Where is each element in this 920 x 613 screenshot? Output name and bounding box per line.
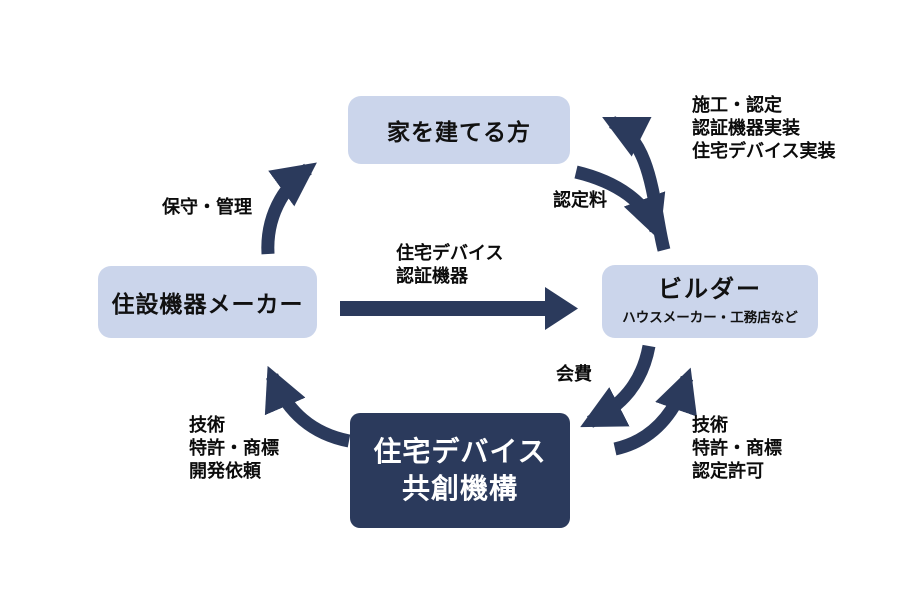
construction-label-line2: 認証機器実装 — [692, 118, 800, 138]
construction-label-line1: 施工・認定 — [692, 95, 782, 115]
organization-label-line1: 住宅デバイス — [373, 435, 547, 467]
certification-fee-arrow-icon — [574, 165, 666, 241]
builder-sublabel: ハウスメーカー・工務店など — [622, 310, 798, 326]
construction-label: 施工・認定 認証機器実装 住宅デバイス実装 — [692, 94, 835, 163]
homeowner-label: 家を建てる方 — [387, 119, 531, 145]
device-supply-label: 住宅デバイス 認証機器 — [396, 242, 503, 288]
tech-to-builder-label-line3: 認定許可 — [692, 461, 764, 481]
tech-to-builder-label-line1: 技術 — [692, 415, 728, 435]
manufacturer-label: 住設機器メーカー — [111, 291, 304, 317]
node-manufacturer: 住設機器メーカー — [98, 266, 317, 338]
certification-fee-label: 認定料 — [553, 190, 607, 210]
node-organization: 住宅デバイス 共創機構 — [350, 413, 570, 528]
tech-to-manufacturer-label-line1: 技術 — [189, 415, 225, 435]
membership-fee-arrow-icon — [580, 344, 656, 428]
membership-fee-label: 会費 — [556, 364, 592, 384]
tech-to-builder-label-line2: 特許・商標 — [692, 438, 782, 458]
builder-label: ビルダー — [658, 275, 762, 303]
node-builder: ビルダー ハウスメーカー・工務店など — [602, 265, 818, 338]
device-supply-arrow-icon — [340, 287, 578, 330]
device-supply-label-line2: 認証機器 — [396, 266, 468, 286]
tech-to-manufacturer-label: 技術 特許・商標 開発依頼 — [189, 414, 279, 483]
tech-to-manufacturer-label-line3: 開発依頼 — [189, 461, 261, 481]
tech-to-manufacturer-label-line2: 特許・商標 — [189, 438, 279, 458]
maintenance-arrow-icon — [261, 162, 317, 255]
device-supply-label-line1: 住宅デバイス — [396, 243, 504, 263]
node-homeowner: 家を建てる方 — [348, 96, 570, 164]
organization-label-line2: 共創機構 — [401, 472, 518, 504]
construction-label-line3: 住宅デバイス実装 — [692, 141, 836, 161]
tech-to-builder-arrow-icon — [613, 367, 697, 456]
tech-to-builder-label: 技術 特許・商標 認定許可 — [692, 414, 782, 483]
tech-to-manufacturer-arrow-icon — [264, 365, 351, 448]
maintenance-label: 保守・管理 — [162, 197, 252, 217]
